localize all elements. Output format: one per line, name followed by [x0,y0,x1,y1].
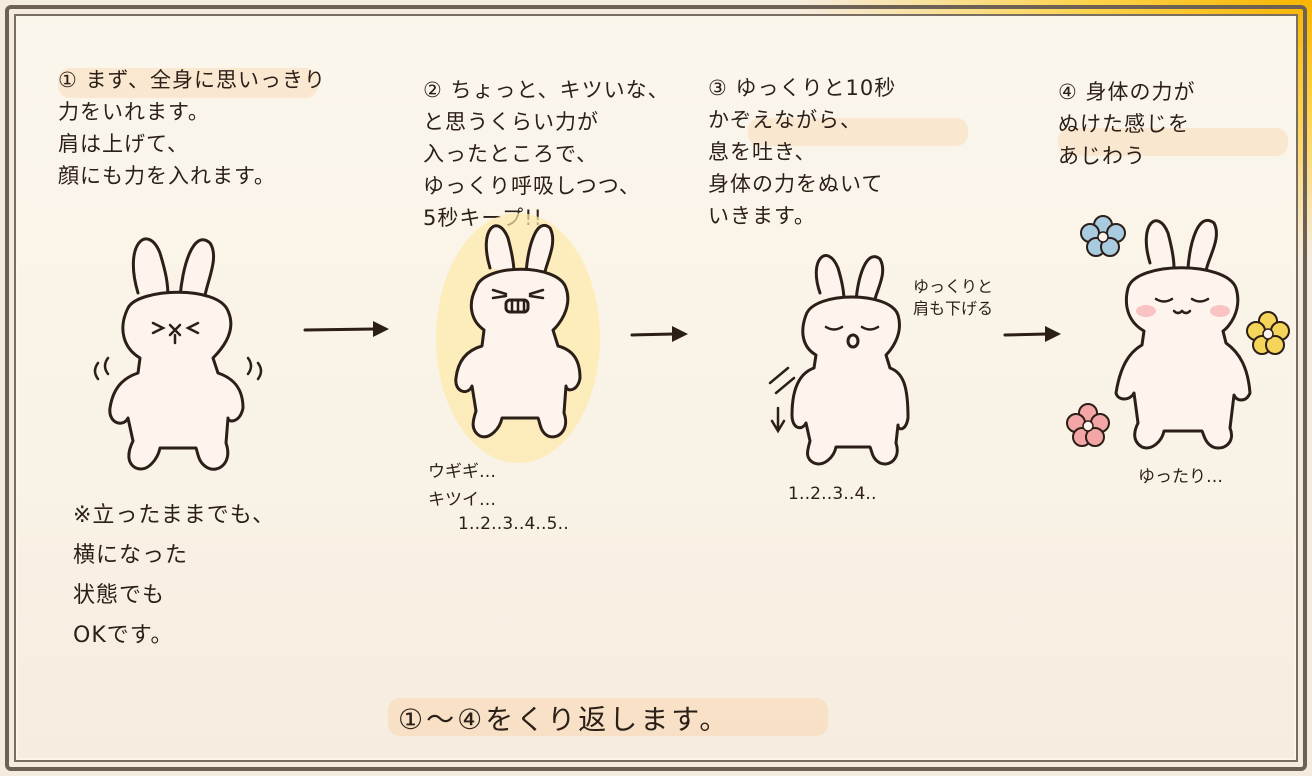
step-1-text: ① まず、全身に思いっきり 力をいれます。 肩は上げて、 顔にも力を入れます。 [58,68,327,188]
repeat-instruction: ①〜④をくり返します。 [398,703,731,736]
relaxed-note: ゆったり… [1138,467,1223,487]
count-to-four: 1‥2‥3‥4‥ [788,484,877,504]
step-4-text: ④ 身体の力が ぬけた感じを あじわう [1058,80,1196,168]
standing-note: ※立ったままでも、 横になった 状態でも OKです。 [73,503,276,648]
bunny-straining-illustration [436,213,600,463]
text-highlight [1058,128,1288,156]
text-highlight [58,68,318,98]
bunny-tense-illustration [93,237,263,471]
frame-border-outer [5,5,1307,771]
arrow-right-icon [303,321,389,337]
text-highlight [748,118,968,146]
bunny-relaxed-illustration [1066,215,1290,450]
arrow-right-icon [1003,326,1061,342]
arrow-right-icon [630,326,688,342]
step-3-text: ③ ゆっくりと10秒 かぞえながら、 息を吐き、 身体の力をぬいて いきます。 [708,76,897,228]
shoulders-note: ゆっくりと 肩も下げる [913,277,994,318]
bunny-exhaling-illustration [768,254,910,466]
count-to-five: 1‥2‥3‥4‥5‥ [458,514,569,534]
footer-highlight [388,698,828,736]
illustration-paper: ① まず、全身に思いっきり 力をいれます。 肩は上げて、 顔にも力を入れます。 … [18,18,1294,758]
straining-note: ウギギ… キツイ… [428,462,496,510]
